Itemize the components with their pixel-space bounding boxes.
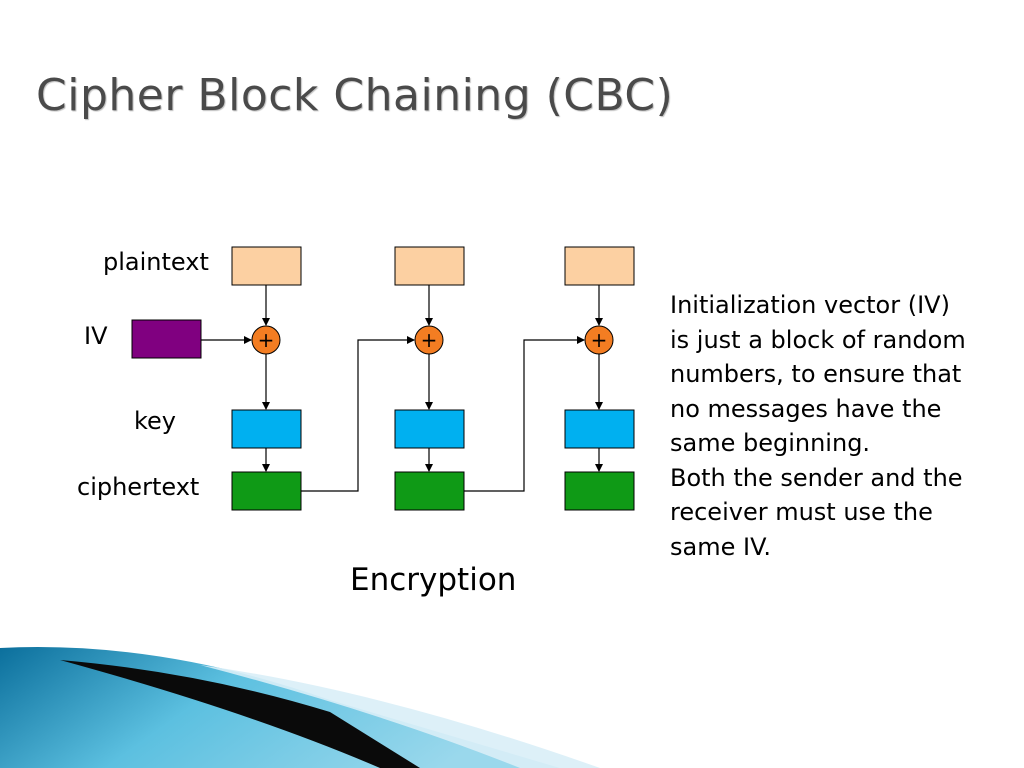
plaintext-block-3 <box>564 246 635 286</box>
plaintext-block-1 <box>231 246 302 286</box>
chain-arrow-2 <box>464 336 585 492</box>
key-block-1 <box>231 409 302 449</box>
xor-symbol-3: + <box>591 328 608 352</box>
key-block-2 <box>394 409 465 449</box>
xor-symbol-1: + <box>258 328 275 352</box>
iv-block <box>131 319 202 359</box>
label-key: key <box>134 407 177 435</box>
key-block-3 <box>564 409 635 449</box>
label-ciphertext: ciphertext <box>77 473 200 501</box>
ciphertext-block-1 <box>231 471 302 511</box>
chain-arrow-1 <box>301 336 415 492</box>
slide-title: Cipher Block Chaining (CBC) <box>36 70 674 121</box>
plaintext-block-2 <box>394 246 465 286</box>
note-iv-definition: Initialization vector (IV) is just a blo… <box>670 291 966 457</box>
label-iv: IV <box>84 322 108 350</box>
note-same-iv: Both the sender and the receiver must us… <box>670 463 963 561</box>
label-plaintext: plaintext <box>103 248 209 276</box>
notes-text: Initialization vector (IV) is just a blo… <box>670 288 1020 564</box>
xor-symbol-2: + <box>421 328 438 352</box>
diagram-caption: Encryption <box>350 562 517 598</box>
xor-node-1: + <box>251 325 281 355</box>
ciphertext-block-3 <box>564 471 635 511</box>
xor-node-3: + <box>584 325 614 355</box>
ciphertext-block-2 <box>394 471 465 511</box>
xor-node-2: + <box>414 325 444 355</box>
